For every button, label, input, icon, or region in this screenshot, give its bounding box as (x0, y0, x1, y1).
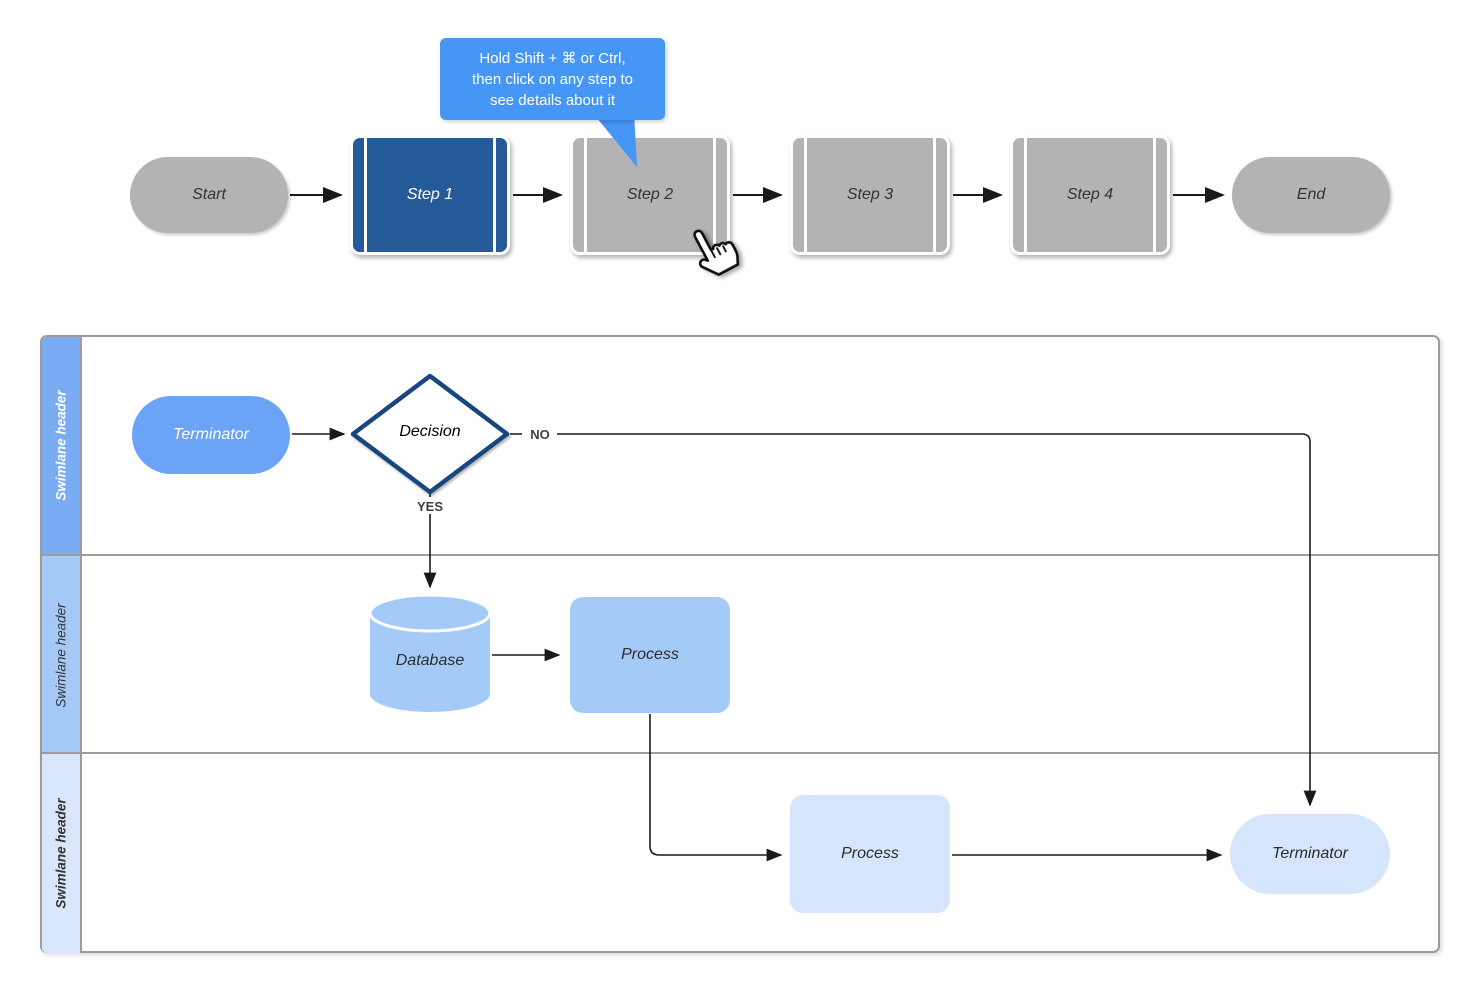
node-terminator-lane3[interactable]: Terminator (1230, 814, 1390, 894)
swimlane-1-header-label: Swimlane header (53, 390, 69, 501)
node-process-lane3[interactable]: Process (790, 795, 950, 913)
swimlane-2-header[interactable]: Swimlane header (42, 556, 82, 754)
swimlane-1: Swimlane header (42, 337, 1438, 554)
database-label: Database (395, 652, 465, 669)
node-step-1[interactable]: Step 1 (350, 135, 510, 255)
tooltip-line-1: Hold Shift + ⌘ or Ctrl, (479, 49, 626, 67)
tooltip-line-2: then click on any step to (472, 70, 633, 88)
node-step-2[interactable]: Step 2 (570, 135, 730, 255)
node-end[interactable]: End (1232, 157, 1390, 233)
node-step-3[interactable]: Step 3 (790, 135, 950, 255)
swimlane-2-header-label: Swimlane header (53, 602, 69, 708)
swimlane-3: Swimlane header (42, 752, 1438, 953)
node-process-lane2[interactable]: Process (570, 597, 730, 713)
swimlane-3-header-label: Swimlane header (53, 798, 69, 909)
tooltip-line-3: see details about it (489, 91, 616, 109)
swimlane-3-header[interactable]: Swimlane header (42, 754, 82, 953)
decision-label: Decision (399, 423, 461, 440)
node-step-4[interactable]: Step 4 (1010, 135, 1170, 255)
tooltip-bubble: Hold Shift + ⌘ or Ctrl, then click on an… (440, 38, 665, 120)
node-start[interactable]: Start (130, 157, 288, 233)
node-terminator-lane1[interactable]: Terminator (132, 396, 290, 474)
swimlane-2: Swimlane header (42, 554, 1438, 754)
swimlane-1-header[interactable]: Swimlane header (42, 337, 82, 554)
